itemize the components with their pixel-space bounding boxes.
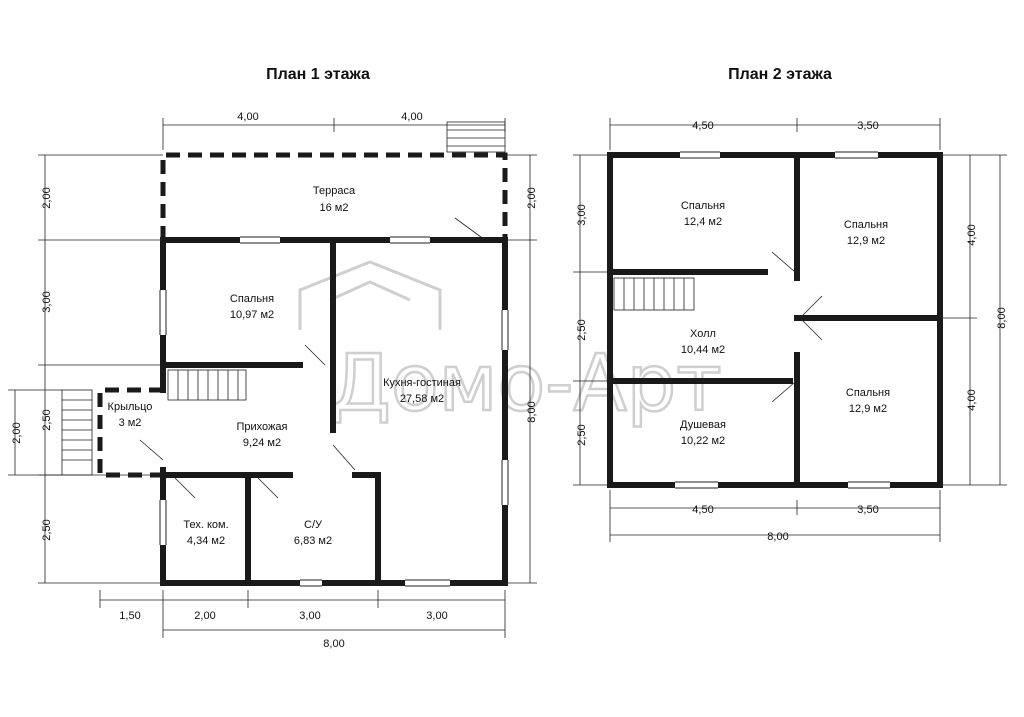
p2-bedroom3-name: Спальня xyxy=(846,387,890,399)
p2-dim-left-1: 3,00 xyxy=(576,204,588,225)
p2-hall-name: Холл xyxy=(690,328,716,340)
p2-dim-left-3: 2,50 xyxy=(576,424,588,445)
p2-bedroom2-area: 12,9 м2 xyxy=(847,235,885,247)
terrace-area: 16 м2 xyxy=(320,202,349,214)
porch-name: Крыльцо xyxy=(108,401,153,413)
plan1-title: План 1 этажа xyxy=(266,66,370,83)
p1-dim-left-3: 2,50 xyxy=(41,409,53,430)
p2-bedroom1-name: Спальня xyxy=(681,200,725,212)
p2-dim-right-total: 8,00 xyxy=(996,307,1008,328)
hall-area: 9,24 м2 xyxy=(243,437,281,449)
hall-name: Прихожая xyxy=(237,421,288,433)
p2-dim-bottom-left: 4,50 xyxy=(692,504,713,516)
kitchen-name: Кухня-гостиная xyxy=(383,377,461,389)
p2-dim-top-left: 4,50 xyxy=(692,120,713,132)
p1-dim-bottom-3: 3,00 xyxy=(299,610,320,622)
p2-shower-area: 10,22 м2 xyxy=(681,435,725,447)
p2-bedroom3-area: 12,9 м2 xyxy=(849,403,887,415)
watermark: Домо-Арт xyxy=(298,260,723,430)
p1-dim-left-porch: 2,00 xyxy=(11,422,23,443)
terrace-name: Терраса xyxy=(313,185,356,197)
p1-dim-left-2: 3,00 xyxy=(41,291,53,312)
kitchen-area: 27,58 м2 xyxy=(400,393,444,405)
p2-dim-top-right: 3,50 xyxy=(857,120,878,132)
p1-dim-right-1: 2,00 xyxy=(526,187,538,208)
p2-shower-name: Душевая xyxy=(680,419,726,431)
bath-name: С/У xyxy=(304,519,323,531)
porch-area: 3 м2 xyxy=(119,417,142,429)
plan2-drawing: Спальня 12,4 м2 Спальня 12,9 м2 Холл 10,… xyxy=(573,118,1008,543)
tech-name: Тех. ком. xyxy=(183,519,228,531)
p1-dim-bottom-2: 2,00 xyxy=(194,610,215,622)
p2-dim-bottom-total: 8,00 xyxy=(767,531,788,543)
bedroom1-name: Спальня xyxy=(230,293,274,305)
p2-bedroom2-name: Спальня xyxy=(844,219,888,231)
p1-dim-top-right: 4,00 xyxy=(401,111,422,123)
p2-bedroom1-area: 12,4 м2 xyxy=(684,216,722,228)
p1-dim-left-4: 2,50 xyxy=(41,519,53,540)
p2-dim-left-2: 2,50 xyxy=(576,319,588,340)
p2-hall-area: 10,44 м2 xyxy=(681,344,725,356)
p1-dim-right-total: 8,00 xyxy=(526,401,538,422)
plan1-drawing: Терраса 16 м2 Спальня 10,97 м2 Кухня-гос… xyxy=(8,111,538,650)
p2-dim-bottom-right: 3,50 xyxy=(857,504,878,516)
plan2-title: План 2 этажа xyxy=(728,66,832,83)
p2-dim-right-2: 4,00 xyxy=(966,389,978,410)
p1-dim-bottom-total: 8,00 xyxy=(323,638,344,650)
p2-dim-right-1: 4,00 xyxy=(966,224,978,245)
bath-area: 6,83 м2 xyxy=(294,535,332,547)
p1-dim-bottom-4: 3,00 xyxy=(426,610,447,622)
p1-dim-top-left: 4,00 xyxy=(237,111,258,123)
bedroom1-area: 10,97 м2 xyxy=(230,309,274,321)
tech-area: 4,34 м2 xyxy=(187,535,225,547)
p1-dim-left-1: 2,00 xyxy=(41,187,53,208)
p1-dim-bottom-1: 1,50 xyxy=(119,610,140,622)
